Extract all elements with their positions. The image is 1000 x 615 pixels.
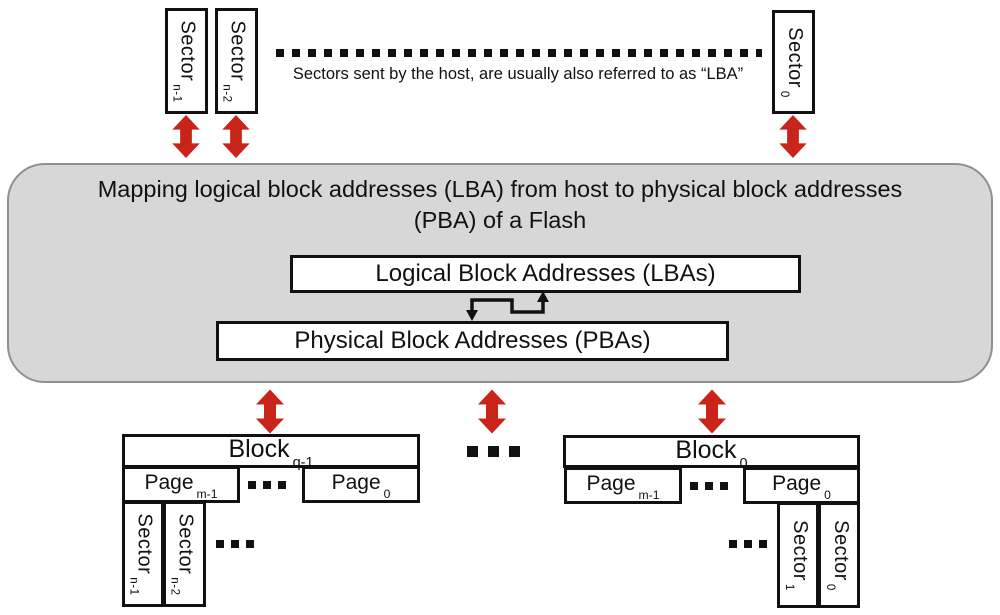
sector-box-n-2: Sectorn-2 — [163, 501, 206, 607]
block-box-q-1: Blockq-1 — [122, 434, 420, 472]
sector-label: Sectorn-2 — [168, 512, 198, 596]
double-arrow-icon — [222, 115, 250, 158]
lba-pba-swap-arrow-icon — [455, 290, 560, 324]
sector-box-1: Sector1 — [777, 502, 819, 608]
host-sector-box-n-1: Sectorn-1 — [165, 8, 208, 114]
ellipsis-icon — [690, 482, 728, 490]
sector-label: Sector1 — [782, 519, 811, 591]
host-sector-label: Sectorn-1 — [170, 19, 200, 103]
double-arrow-icon — [172, 115, 200, 158]
host-sectors-dotted-line — [276, 49, 762, 57]
double-arrow-icon — [779, 115, 807, 158]
host-sector-label: Sectorn-2 — [220, 19, 250, 103]
sector-box-n-1: Sectorn-1 — [122, 501, 164, 607]
block-box-0: Block0 — [563, 435, 860, 472]
host-sector-label: Sector0 — [777, 26, 807, 98]
host-sector-box-n-2: Sectorn-2 — [215, 8, 258, 114]
mapping-panel-title: Mapping logical block addresses (LBA) fr… — [20, 174, 980, 236]
double-arrow-icon — [256, 389, 284, 434]
host-sectors-caption: Sectors sent by the host, are usually al… — [292, 65, 744, 83]
lba-label: Logical Block Addresses (LBAs) — [375, 260, 716, 287]
double-arrow-icon — [478, 389, 506, 434]
pba-label: Physical Block Addresses (PBAs) — [294, 327, 651, 354]
title-line-1: Mapping logical block addresses (LBA) fr… — [97, 176, 903, 202]
block-label: Blockq-1 — [228, 435, 314, 472]
double-arrow-icon — [698, 389, 726, 434]
ellipsis-icon — [216, 540, 254, 548]
title-line-2: (PBA) of a Flash — [413, 207, 587, 233]
host-sector-box-0: Sector0 — [772, 10, 815, 114]
sector-label: Sector0 — [823, 519, 852, 591]
ellipsis-icon — [729, 540, 767, 548]
pba-box: Physical Block Addresses (PBAs) — [216, 321, 729, 361]
sector-label: Sectorn-1 — [127, 512, 156, 596]
block-label: Block0 — [675, 435, 748, 472]
blocks-ellipsis-icon — [467, 446, 520, 457]
sector-box-0: Sector0 — [818, 502, 860, 608]
lba-box: Logical Block Addresses (LBAs) — [290, 255, 801, 293]
ellipsis-icon — [248, 481, 286, 489]
